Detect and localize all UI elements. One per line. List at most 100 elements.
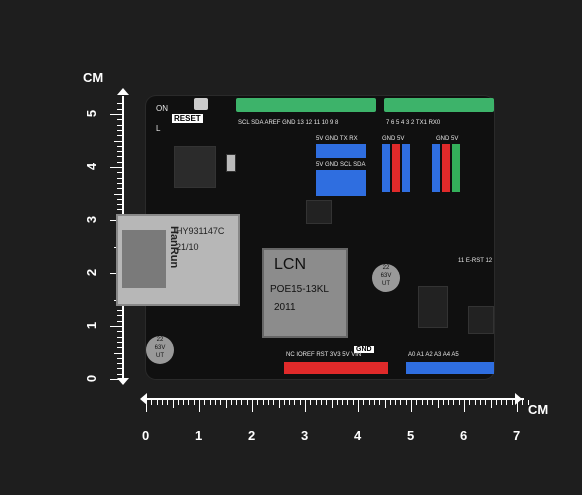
top-header-right xyxy=(384,98,494,112)
on-label: ON xyxy=(156,104,168,113)
i2c-header xyxy=(316,170,366,196)
vertical-ruler-arrow-bottom xyxy=(117,378,129,385)
vertical-ruler-tick xyxy=(117,198,122,200)
ic-chip-1 xyxy=(418,286,448,328)
horizontal-ruler-tick xyxy=(517,400,518,412)
horizontal-ruler-tick xyxy=(241,400,243,405)
horizontal-ruler-tick xyxy=(458,400,460,405)
horizontal-ruler-tick xyxy=(490,400,492,408)
horizontal-ruler-tick xyxy=(209,400,211,405)
uart-header xyxy=(316,144,366,158)
horizontal-ruler-tick xyxy=(379,400,381,405)
horizontal-ruler-tick xyxy=(421,400,423,405)
sensor-header-1-blue2 xyxy=(402,144,410,192)
vertical-ruler-tick xyxy=(117,363,122,365)
vertical-ruler-tick xyxy=(114,140,122,142)
horizontal-ruler-tick xyxy=(363,400,365,405)
horizontal-ruler-tick xyxy=(511,400,513,405)
horizontal-ruler-tick xyxy=(331,400,333,408)
horizontal-ruler-tick xyxy=(373,400,375,405)
bottom-right-pin-labels: A0 A1 A2 A3 A4 A5 xyxy=(408,352,459,358)
horizontal-ruler-tick xyxy=(342,400,344,405)
vertical-ruler-tick xyxy=(117,108,122,110)
reset-button[interactable] xyxy=(194,98,208,110)
ethernet-shield-board: SCL SDA AREF GND 13 12 11 10 9 8 7 6 5 4… xyxy=(116,96,494,379)
horizontal-ruler-tick xyxy=(214,400,216,405)
horizontal-ruler-tick xyxy=(199,400,200,412)
gnd-bottom-label: GND xyxy=(354,346,374,353)
horizontal-ruler-tick xyxy=(495,400,497,405)
vertical-ruler-tick xyxy=(117,188,122,190)
horizontal-ruler-tick xyxy=(326,400,328,405)
horizontal-ruler-tick xyxy=(347,400,349,405)
horizontal-ruler-tick xyxy=(474,400,476,405)
vertical-ruler-number: 4 xyxy=(84,162,100,171)
rj45-jack: HanRun xyxy=(116,214,240,306)
capacitor-2: 22 63V UT xyxy=(146,336,174,364)
poe-transformer: LCN POE15-13KL 2011 xyxy=(262,248,348,338)
horizontal-ruler-tick xyxy=(305,400,306,412)
horizontal-ruler-tick xyxy=(448,400,450,405)
power-header xyxy=(284,362,388,374)
vertical-ruler-tick xyxy=(110,326,122,327)
horizontal-ruler-tick xyxy=(188,400,190,405)
horizontal-ruler-tick xyxy=(267,400,269,405)
vertical-ruler-tick xyxy=(117,156,122,158)
vertical-ruler-tick xyxy=(117,145,122,147)
horizontal-ruler-tick xyxy=(506,400,508,405)
horizontal-ruler-tick xyxy=(416,400,418,405)
horizontal-ruler-tick xyxy=(278,400,280,408)
i2c-label: 5V GND SCL SDA xyxy=(316,162,366,168)
horizontal-ruler-tick xyxy=(257,400,259,405)
horizontal-ruler-unit: CM xyxy=(528,402,549,417)
horizontal-ruler-tick xyxy=(220,400,222,405)
vertical-ruler-tick xyxy=(117,315,122,317)
horizontal-ruler-tick xyxy=(395,400,397,405)
horizontal-ruler-number: 7 xyxy=(513,428,521,443)
uart-label: 5V GND TX RX xyxy=(316,136,358,142)
horizontal-ruler-tick xyxy=(522,400,524,405)
vertical-ruler-tick xyxy=(117,124,122,126)
gnd5v-label-1: GND 5V xyxy=(382,136,405,142)
rj45-port xyxy=(122,230,166,288)
horizontal-ruler-tick xyxy=(193,400,195,405)
vertical-ruler-tick xyxy=(117,357,122,359)
crystal xyxy=(226,154,236,172)
vertical-ruler-tick xyxy=(117,373,122,375)
horizontal-ruler-arrow-left xyxy=(140,393,147,405)
horizontal-ruler-tick xyxy=(283,400,285,405)
vertical-ruler-unit: CM xyxy=(83,70,104,85)
w5100-chip xyxy=(174,146,216,188)
horizontal-ruler-tick xyxy=(299,400,301,405)
sensor-header-1-red xyxy=(392,144,400,192)
transformer-model: POE15-13KL xyxy=(270,284,329,295)
horizontal-ruler-arrow-right xyxy=(515,393,522,405)
vertical-ruler-tick xyxy=(117,151,122,153)
vertical-ruler-number: 0 xyxy=(84,374,100,383)
horizontal-ruler-tick xyxy=(527,400,529,405)
horizontal-ruler-tick xyxy=(294,400,296,405)
l-label: L xyxy=(156,124,161,133)
horizontal-ruler-tick xyxy=(315,400,317,405)
transformer-year: 2011 xyxy=(274,302,296,313)
vertical-ruler-tick xyxy=(117,172,122,174)
top-header-left xyxy=(236,98,376,112)
vertical-ruler-tick xyxy=(117,310,122,312)
vertical-ruler-tick xyxy=(117,331,122,333)
vertical-ruler-number: 5 xyxy=(84,109,100,118)
jack-date: 21/10 xyxy=(176,242,199,252)
vertical-ruler-tick xyxy=(117,129,122,131)
horizontal-ruler-axis xyxy=(146,398,524,400)
horizontal-ruler-tick xyxy=(384,400,386,408)
horizontal-ruler-tick xyxy=(204,400,206,405)
horizontal-ruler-tick xyxy=(464,400,465,412)
vertical-ruler-tick xyxy=(117,103,122,105)
vertical-ruler-tick xyxy=(117,182,122,184)
horizontal-ruler-number: 3 xyxy=(301,428,309,443)
horizontal-ruler-tick xyxy=(151,400,153,405)
vertical-ruler-tick xyxy=(117,209,122,211)
vertical-ruler-tick xyxy=(110,167,122,168)
vertical-ruler-tick xyxy=(117,336,122,338)
vertical-ruler-tick xyxy=(117,135,122,137)
sensor-header-2-blue xyxy=(432,144,440,192)
